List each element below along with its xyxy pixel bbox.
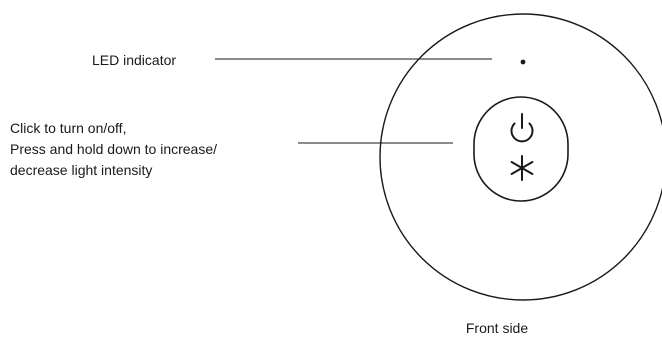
brightness-icon [510, 155, 534, 181]
power-icon [510, 113, 534, 143]
device-body-outline [379, 13, 662, 301]
view-caption: Front side [465, 320, 529, 336]
button-function-label: Click to turn on/off, Press and hold dow… [10, 118, 217, 181]
led-indicator-label: LED indicator [92, 52, 177, 68]
button-label-line-1: Click to turn on/off, [10, 120, 127, 136]
button-label-line-3: decrease light intensity [10, 162, 153, 178]
button-label-line-2: Press and hold down to increase/ [10, 141, 218, 157]
control-button[interactable] [473, 96, 569, 202]
led-dot-icon [520, 59, 526, 65]
